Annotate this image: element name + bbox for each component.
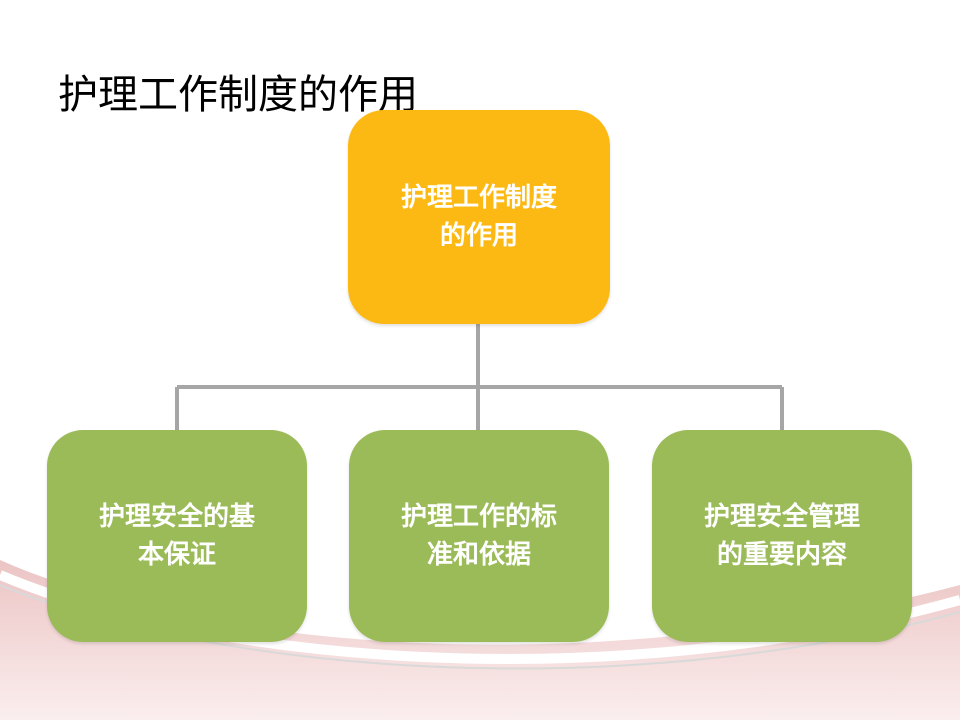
child-node-1-line-2: 本保证 [137, 540, 216, 570]
slide-title: 护理工作制度的作用 [58, 72, 418, 118]
child-node-work-standard: 护理工作的标 准和依据 [349, 430, 609, 642]
child-node-safety-management: 护理安全管理 的重要内容 [652, 430, 912, 642]
child-node-2-line-2: 准和依据 [426, 540, 531, 570]
child-node-3-line-1: 护理安全管理 [703, 502, 860, 532]
child-node-2-line-1: 护理工作的标 [400, 502, 557, 532]
root-node-line-2: 的作用 [439, 221, 518, 251]
child-node-3-line-2: 的重要内容 [716, 540, 847, 570]
root-node: 护理工作制度 的作用 [348, 110, 610, 324]
child-node-1-line-1: 护理安全的基 [98, 502, 255, 532]
root-node-line-1: 护理工作制度 [400, 183, 557, 213]
child-node-safety-guarantee: 护理安全的基 本保证 [47, 430, 307, 642]
